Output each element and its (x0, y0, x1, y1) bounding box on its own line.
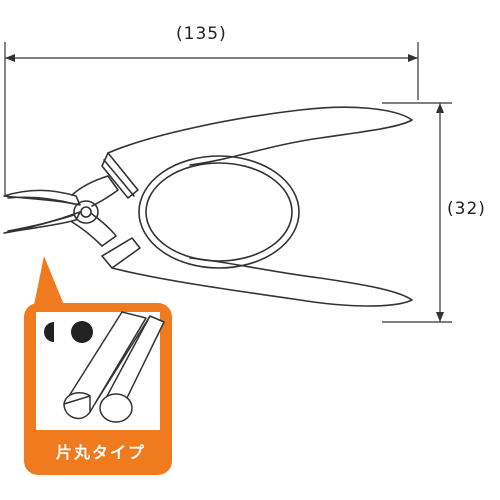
width-dimension-label: (135) (176, 24, 227, 44)
plier-outline (3, 106, 413, 307)
height-dimension-label: (32) (447, 199, 486, 219)
badge-label: 片丸タイプ (55, 443, 146, 462)
badge-pointer (34, 256, 64, 305)
jaw-tips-closeup (63, 311, 165, 423)
full-round-icon (71, 321, 93, 343)
dimension-lines (4, 42, 452, 323)
half-round-icon (44, 320, 66, 344)
